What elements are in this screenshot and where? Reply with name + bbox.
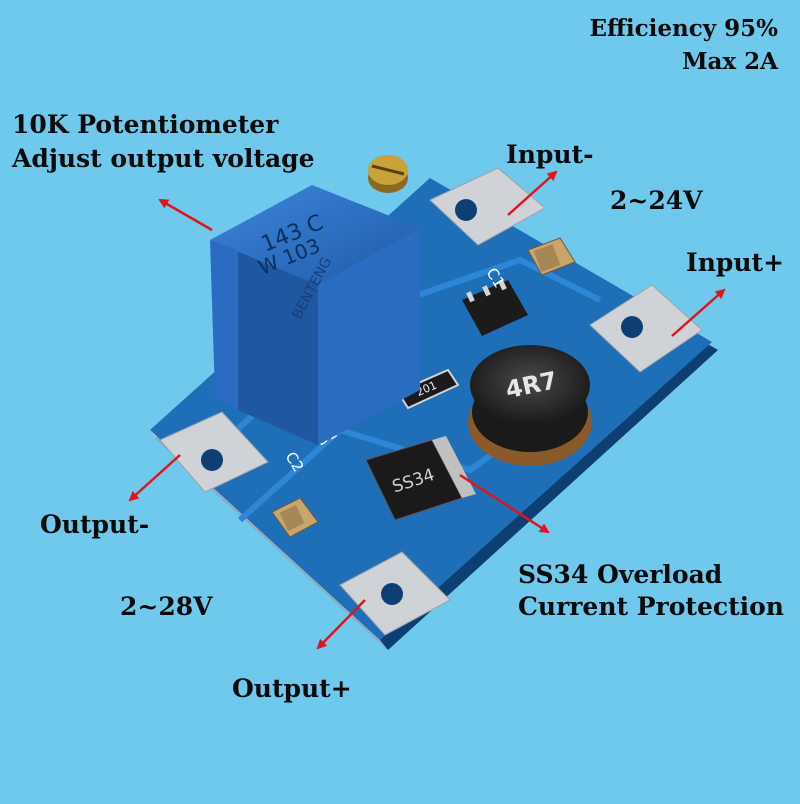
pad-output-plus — [339, 551, 451, 636]
max-current-text: Max 2A — [682, 48, 778, 76]
efficiency-text: Efficiency 95% — [589, 15, 778, 42]
input-minus-label: Input- — [506, 140, 594, 169]
diode-label-line1: SS34 Overload — [518, 560, 723, 589]
potentiometer-label-line2: Adjust output voltage — [12, 144, 315, 173]
diode-label-line2: Current Protection — [518, 592, 784, 621]
pad-input-minus — [429, 167, 546, 246]
arrow-output-plus — [316, 599, 366, 650]
resistor-r1: 201 — [396, 368, 460, 410]
input-plus-label: Input+ — [686, 248, 785, 277]
annotation-arrows — [128, 170, 726, 650]
arrow-diode — [459, 473, 550, 534]
output-minus-label: Output- — [40, 510, 150, 539]
capacitor-c2 — [271, 497, 319, 538]
pad-input-plus — [589, 284, 703, 373]
diode-ss34: SS34 — [365, 436, 476, 521]
spec-block: Efficiency 95% Max 2A — [590, 12, 778, 79]
output-range-label: 2~28V — [120, 592, 213, 621]
arrow-input-plus — [671, 288, 726, 337]
inductor: 4R7 — [468, 345, 592, 466]
capacitor-c1 — [527, 237, 576, 276]
potentiometer-label-line1: 10K Potentiometer — [12, 110, 279, 139]
arrow-input-minus — [507, 170, 558, 216]
input-range-label: 2~24V — [610, 186, 703, 215]
potentiometer: 143 C W 103 BENTENG — [210, 155, 420, 445]
ic-chip — [462, 279, 528, 336]
arrow-output-minus — [128, 454, 181, 502]
arrow-potentiometer — [158, 198, 213, 232]
pad-output-minus — [159, 411, 269, 493]
output-plus-label: Output+ — [232, 674, 352, 703]
